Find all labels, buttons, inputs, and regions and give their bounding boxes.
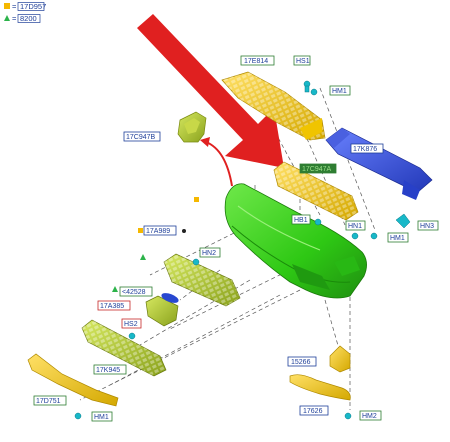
svg-text:17C947B: 17C947B bbox=[126, 134, 156, 141]
lower-lip-part bbox=[27, 353, 119, 407]
part-17A385 bbox=[145, 295, 179, 327]
legend-square-icon bbox=[4, 3, 10, 9]
svg-text:HM2: HM2 bbox=[362, 413, 377, 420]
svg-text:17D751: 17D751 bbox=[36, 398, 61, 405]
label-HM2: HM2 bbox=[359, 410, 382, 421]
curved-arrow bbox=[200, 137, 233, 187]
part-42528-clip bbox=[161, 293, 179, 303]
svg-text:HM1: HM1 bbox=[390, 235, 405, 242]
label-HB1: HB1 bbox=[291, 214, 311, 225]
label-17D751: 17D751 bbox=[33, 395, 67, 406]
bumper-cover-part bbox=[224, 183, 367, 299]
legend-triangle-icon bbox=[4, 15, 10, 21]
svg-text:<42528: <42528 bbox=[122, 289, 146, 296]
label-17A989: 17A989 bbox=[143, 225, 177, 236]
svg-text:17K876: 17K876 bbox=[353, 146, 377, 153]
reinforcement-beam-part bbox=[325, 127, 433, 200]
svg-text:HS1: HS1 bbox=[296, 58, 310, 65]
svg-text:17K945: 17K945 bbox=[96, 367, 120, 374]
label-17C947A: 17C947A bbox=[299, 163, 337, 174]
legend-eq-2: = bbox=[12, 14, 17, 23]
label-HN2: HN2 bbox=[199, 247, 221, 258]
svg-text:HN1: HN1 bbox=[348, 223, 362, 230]
svg-text:HN3: HN3 bbox=[420, 223, 434, 230]
svg-text:15266: 15266 bbox=[291, 359, 311, 366]
label-42528: <42528 bbox=[119, 286, 153, 297]
label-HS1: HS1 bbox=[293, 55, 311, 66]
svg-text:17A385: 17A385 bbox=[100, 303, 124, 310]
svg-text:17C947A: 17C947A bbox=[302, 166, 332, 173]
svg-text:17E814: 17E814 bbox=[244, 58, 268, 65]
label-17A385: 17A385 bbox=[97, 300, 131, 311]
svg-text:17A989: 17A989 bbox=[146, 228, 170, 235]
label-HM1-bot: HM1 bbox=[91, 411, 113, 422]
fog-cover-part bbox=[329, 345, 351, 373]
svg-text:HM1: HM1 bbox=[332, 88, 347, 95]
svg-text:HN2: HN2 bbox=[202, 250, 216, 257]
label-HM1-mid: HM1 bbox=[387, 232, 409, 243]
legend-code-2: 8200 bbox=[20, 14, 37, 23]
marker-icons bbox=[112, 197, 199, 292]
svg-text:HM1: HM1 bbox=[94, 414, 109, 421]
label-17K945: 17K945 bbox=[93, 364, 127, 375]
svg-text:HS2: HS2 bbox=[124, 321, 138, 328]
legend: = 17D957 = 8200 bbox=[4, 2, 46, 23]
clip-icons bbox=[74, 80, 411, 420]
pointer-arrow bbox=[137, 14, 284, 168]
bracket-17C947B-part bbox=[177, 111, 207, 143]
label-17C947B: 17C947B bbox=[123, 131, 161, 142]
label-HS2: HS2 bbox=[121, 318, 142, 329]
lower-trim-part bbox=[289, 374, 351, 401]
label-17E814: 17E814 bbox=[240, 55, 275, 66]
label-HM1-top: HM1 bbox=[329, 85, 351, 96]
legend-eq-1: = bbox=[12, 2, 17, 11]
svg-text:17626: 17626 bbox=[303, 408, 323, 415]
lower-grille-part bbox=[81, 319, 167, 377]
legend-code-1: 17D957 bbox=[20, 2, 46, 11]
upper-grille-part bbox=[163, 253, 241, 307]
lower-absorber-part bbox=[273, 161, 359, 221]
label-HN3: HN3 bbox=[417, 220, 439, 231]
label-17K876: 17K876 bbox=[350, 143, 384, 154]
svg-text:HB1: HB1 bbox=[294, 217, 308, 224]
label-15266: 15266 bbox=[287, 356, 317, 367]
label-17626: 17626 bbox=[299, 405, 329, 416]
upper-absorber-part bbox=[221, 71, 326, 141]
label-HN1: HN1 bbox=[345, 220, 366, 231]
